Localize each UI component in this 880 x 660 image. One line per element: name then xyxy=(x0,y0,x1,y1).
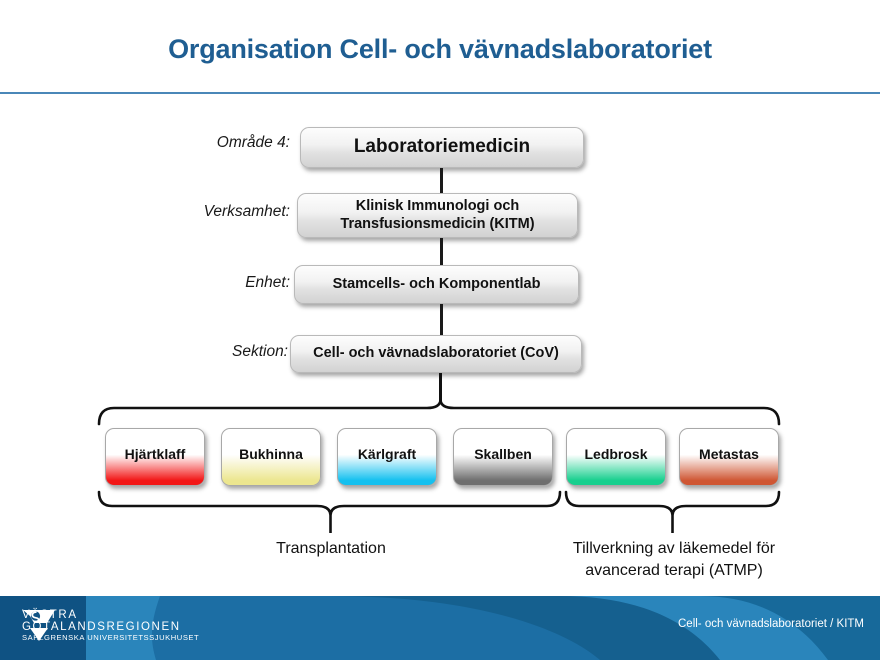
row-label-sektion: Sektion: xyxy=(231,343,288,360)
caption-atmp-line1: Tillverkning av läkemedel för xyxy=(572,540,776,557)
product-box-bukhinna[interactable]: Bukhinna xyxy=(221,428,321,486)
product-box-karlgraft[interactable]: Kärlgraft xyxy=(337,428,437,486)
page-title: Organisation Cell- och vävnadslaboratori… xyxy=(168,34,712,64)
row-label-omrade: Område 4: xyxy=(216,134,290,151)
vastra-gotalandsregionen-logo: VÄSTRA GÖTALANDSREGIONEN SAHLGRENSKA UNI… xyxy=(22,607,199,642)
footer-right-text: Cell- och vävnadslaboratoriet / KITM xyxy=(678,618,864,630)
logo-line-2: GÖTALANDSREGIONEN xyxy=(22,621,181,634)
product-label: Skallben xyxy=(474,446,532,462)
footer-bar: VÄSTRA GÖTALANDSREGIONEN SAHLGRENSKA UNI… xyxy=(0,596,880,660)
product-box-hjartklaff[interactable]: Hjärtklaff xyxy=(105,428,205,486)
box-stamcellslab[interactable]: Stamcells- och Komponentlab xyxy=(294,265,579,304)
footer-decoration xyxy=(0,596,880,660)
row-label-enhet: Enhet: xyxy=(245,274,290,291)
row-label-verksamhet: Verksamhet: xyxy=(203,203,290,220)
product-box-skallben[interactable]: Skallben xyxy=(453,428,553,486)
product-box-metastas[interactable]: Metastas xyxy=(679,428,779,486)
connector-3 xyxy=(440,304,443,335)
caption-atmp: Tillverkning av läkemedel för avancerad … xyxy=(543,538,805,581)
box-kitm[interactable]: Klinisk Immunologi och Transfusionsmedic… xyxy=(297,193,578,238)
box-laboratoriemedicin[interactable]: Laboratoriemedicin xyxy=(300,127,584,168)
box-cov[interactable]: Cell- och vävnadslaboratoriet (CoV) xyxy=(290,335,582,373)
product-label: Metastas xyxy=(699,446,759,462)
product-label: Bukhinna xyxy=(239,446,303,462)
logo-line-3: SAHLGRENSKA UNIVERSITETSSJUKHUSET xyxy=(22,633,200,643)
connector-1 xyxy=(440,168,443,193)
connector-2 xyxy=(440,238,443,265)
product-label: Kärlgraft xyxy=(357,446,417,462)
caption-transplantation: Transplantation xyxy=(276,540,386,557)
product-label: Ledbrosk xyxy=(584,446,648,462)
product-box-ledbrosk[interactable]: Ledbrosk xyxy=(566,428,666,486)
title-divider xyxy=(0,92,880,94)
region-logo-icon xyxy=(23,610,55,641)
product-label: Hjärtklaff xyxy=(124,446,186,462)
caption-atmp-line2: avancerad terapi (ATMP) xyxy=(585,561,763,579)
